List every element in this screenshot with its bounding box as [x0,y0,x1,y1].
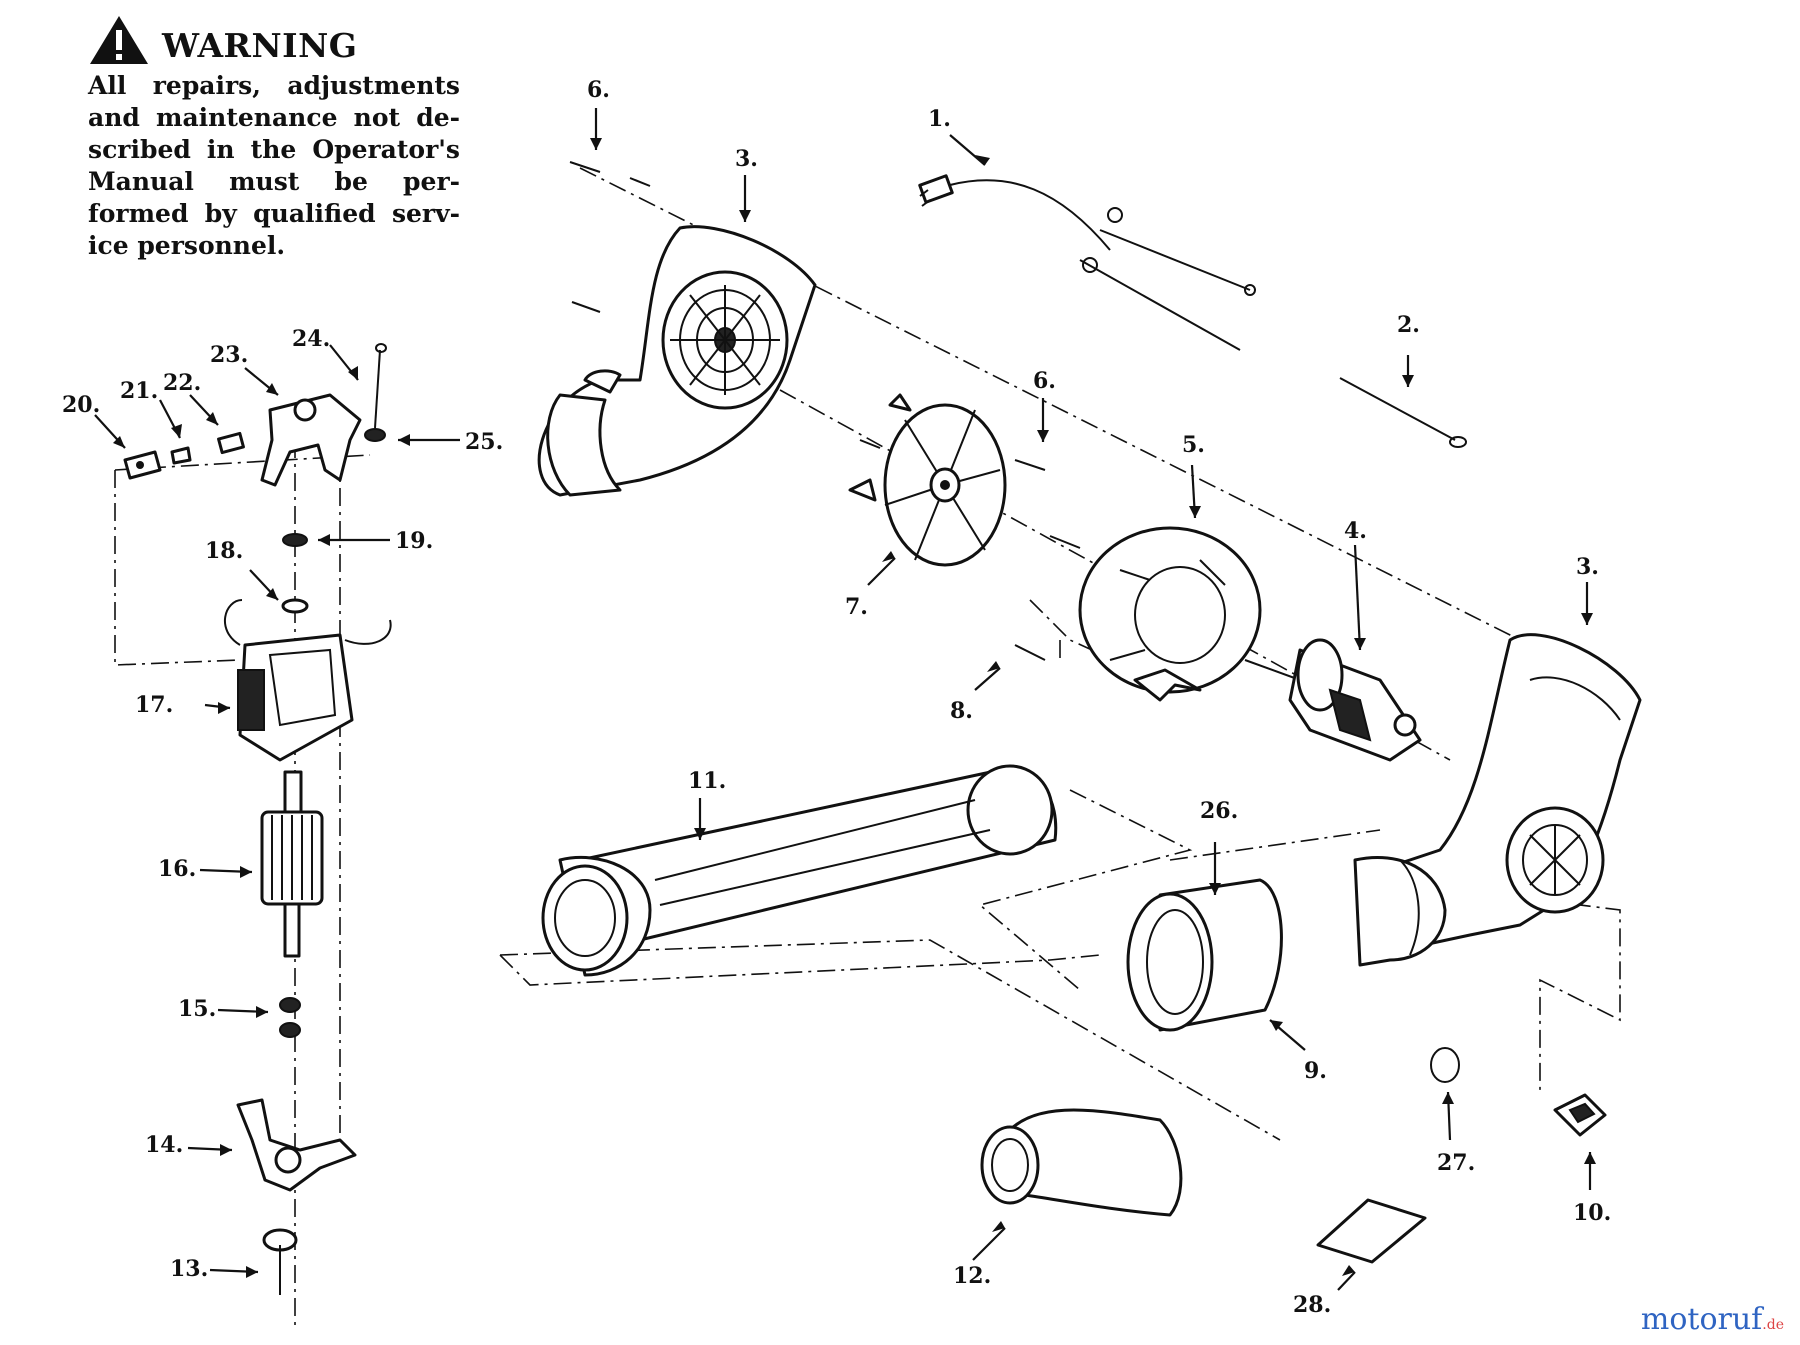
callout-3-right: 3. [1576,554,1599,580]
callout-27: 27. [1437,1150,1475,1176]
callout-6-top: 6. [587,77,610,103]
callout-12: 12. [953,1263,991,1289]
part-25-washer [364,428,386,442]
callout-28: 28. [1293,1292,1331,1318]
part-5-fan-cover-plate [1078,526,1262,702]
callout-17: 17. [135,692,173,718]
part-15-washers [279,997,301,1038]
callout-21: 21. [120,378,158,404]
callout-9: 9. [1304,1058,1327,1084]
callout-19: 19. [395,528,433,554]
watermark: motoruf.de [1641,1302,1784,1337]
callout-13: 13. [170,1256,208,1282]
warning-line: and maintenance not de- [88,103,460,132]
callout-15: 15. [178,996,216,1022]
callout-20: 20. [62,392,100,418]
part-6-screws-top [569,161,651,313]
part-23-brush-holder [260,393,362,487]
part-11-blower-tube [541,764,1058,977]
part-3-housing-left [537,225,817,497]
callout-26: 26. [1200,798,1238,824]
callout-16: 16. [158,856,196,882]
callout-7: 7. [845,594,868,620]
part-16-armature [260,770,324,958]
warning-triangle-icon [90,16,148,64]
part-2-cable-tie [1339,377,1467,448]
warning-title: WARNING [162,26,358,65]
part-18-washer [281,598,309,614]
callout-3-left: 3. [735,146,758,172]
part-21-brush-spring [170,446,192,465]
warning-line: Manual must be per- [88,167,460,196]
callout-18: 18. [205,538,243,564]
warning-line: formed by qualified serv- [88,199,460,228]
callout-6-middle: 6. [1033,368,1056,394]
part-22-carbon-brush [217,431,245,455]
warning-text: All repairs, adjustments and maintenance… [88,70,460,262]
watermark-brand: motoruf [1640,1302,1763,1337]
part-17-field-coil [223,599,392,762]
callout-25: 25. [465,429,503,455]
part-19-washer [282,533,308,547]
callout-1: 1. [928,106,951,132]
callout-14: 14. [145,1132,183,1158]
part-14-end-bracket [236,1098,357,1192]
part-26-tube-sleeve [1126,878,1283,1032]
warning-line: ice personnel. [88,231,286,260]
part-8-screw [1014,644,1046,661]
part-28-decal [1316,1198,1427,1264]
callout-22: 22. [163,370,201,396]
callout-arrowheads [113,138,1596,1278]
callout-4: 4. [1344,518,1367,544]
part-4-motor-assembly [1244,638,1422,762]
part-10-switch [1553,1093,1607,1137]
callout-11: 11. [688,768,726,794]
warning-line: scribed in the Operator's [88,135,460,164]
watermark-tld: .de [1762,1317,1784,1333]
callout-24: 24. [292,326,330,352]
callout-5: 5. [1182,432,1205,458]
part-20-brush-terminal [123,450,162,480]
part-27-o-ring [1430,1047,1460,1083]
callout-23: 23. [210,342,248,368]
part-3-housing-right [1353,633,1642,967]
callout-8: 8. [950,698,973,724]
callout-2: 2. [1397,312,1420,338]
callout-labels: 1. 2. 3. 3. 4. 5. 6. 6. 7. 8. 9. 10. 11.… [62,77,1611,1318]
part-1-power-cord [918,174,1256,351]
part-13-screw [262,1228,298,1295]
part-12-nozzle [980,1108,1183,1217]
part-6-screws-middle [1014,459,1081,549]
part-24-bolt [374,343,387,429]
warning-line: All repairs, adjustments [88,71,460,100]
callout-10: 10. [1573,1200,1611,1226]
part-7-fan-impeller [848,393,1007,567]
